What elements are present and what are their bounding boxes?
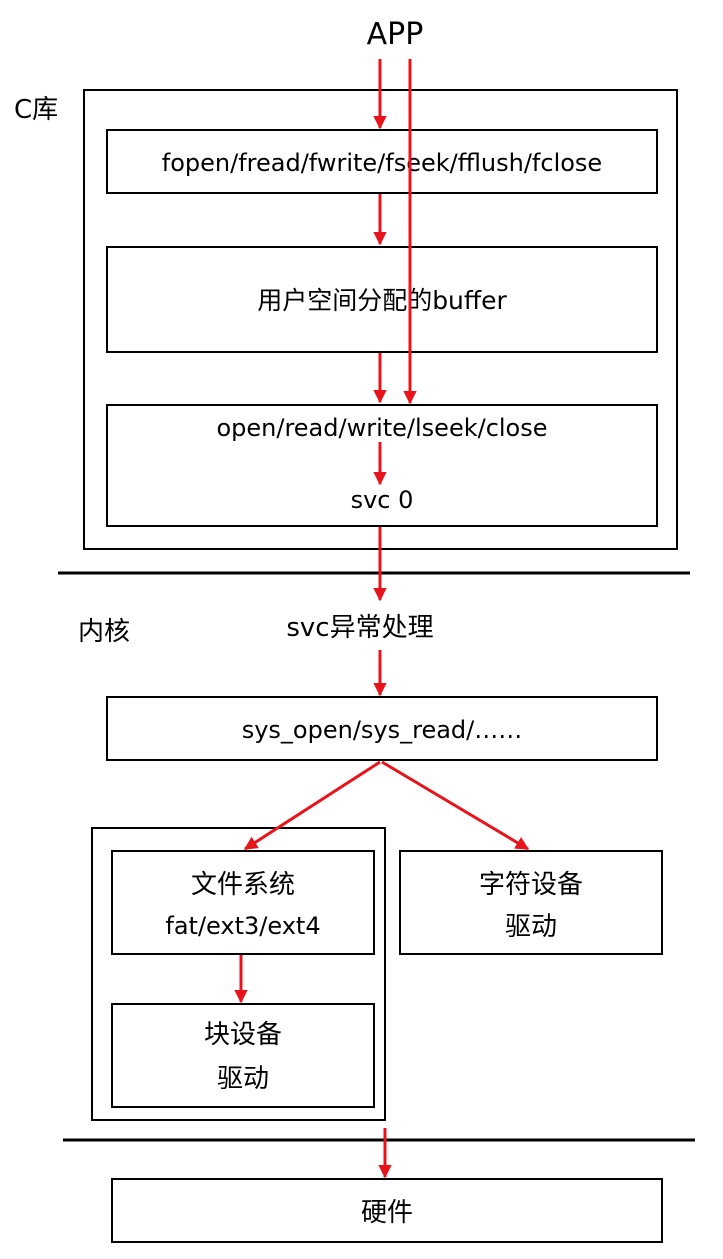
user-buffer-box [106,246,658,353]
filesystem-box [111,850,375,955]
char-device-title: 字符设备 [479,870,583,900]
stdio-functions-label: fopen/fread/fwrite/fseek/fflush/fclose [162,149,602,177]
filesystem-types: fat/ext3/ext4 [165,912,320,940]
sys-calls-box [106,696,658,761]
char-device-box [399,850,663,955]
kernel-label: 内核 [78,617,130,647]
user-buffer-label: 用户空间分配的buffer [257,286,507,315]
stdio-functions-box [106,129,658,194]
sys-calls-label: sys_open/sys_read/…… [242,716,523,744]
svc-handler-label: svc异常处理 [286,613,433,643]
svc-instruction-label: svc 0 [351,486,414,514]
block-device-subtitle: 驱动 [217,1064,269,1094]
syscall-wrapper-box [106,404,658,527]
app-label: APP [367,17,424,52]
filesystem-title: 文件系统 [191,870,295,900]
char-device-subtitle: 驱动 [505,912,557,942]
c-library-label: C库 [14,95,58,125]
arrow-syscalls-to-filesystem [243,760,381,851]
arrow-syscalls-to-char-device [381,760,530,851]
block-device-title: 块设备 [204,1020,282,1050]
block-device-box [111,1003,375,1108]
hardware-box [111,1178,663,1243]
hardware-label: 硬件 [361,1198,413,1228]
syscalls-label: open/read/write/lseek/close [216,414,547,442]
